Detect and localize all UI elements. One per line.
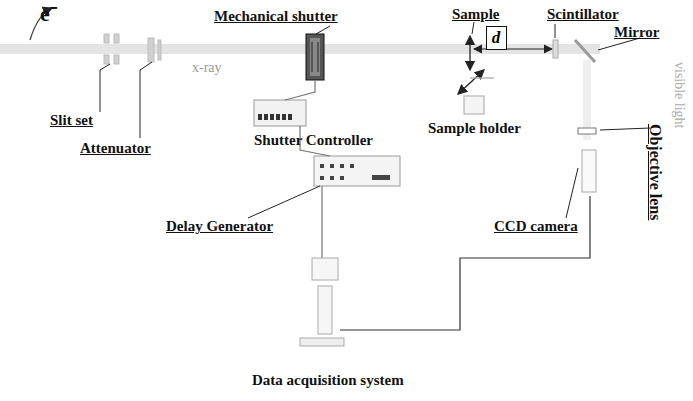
part-label: CCD camera xyxy=(494,218,578,235)
part-label: Scintillator xyxy=(547,6,619,23)
leader-line xyxy=(555,24,556,38)
mechanical-shutter xyxy=(306,34,324,80)
dimension-label: d xyxy=(492,28,501,48)
leader-line xyxy=(100,64,110,112)
dimension-box: d xyxy=(486,26,507,50)
part-label: Sample xyxy=(452,6,500,23)
part-label: Attenuator xyxy=(80,140,151,157)
leader-line xyxy=(248,186,320,218)
x-ray-beam xyxy=(0,44,600,54)
cable xyxy=(285,80,315,100)
leader-line xyxy=(566,168,578,218)
part-label: Mechanical shutter xyxy=(214,8,338,25)
leader-line xyxy=(316,26,330,34)
slit-set xyxy=(104,34,119,64)
part-label: Data acquisition system xyxy=(252,372,404,389)
leader-line xyxy=(600,128,650,130)
shutter-controller xyxy=(254,100,306,126)
leader-line xyxy=(140,62,152,138)
part-label: Shutter Controller xyxy=(254,132,373,149)
data-acquisition-computer xyxy=(300,258,344,346)
leader-line xyxy=(472,22,474,34)
beam-label: x-ray xyxy=(192,60,222,75)
part-label: Delay Generator xyxy=(166,218,273,235)
scintillator xyxy=(553,40,558,58)
mirror xyxy=(575,40,595,62)
objective-lens xyxy=(578,128,596,134)
part-label: Objective lens xyxy=(646,124,664,220)
electron-label: e⁻ xyxy=(40,2,57,26)
delay-generator xyxy=(314,156,400,186)
beam-label: visible light xyxy=(672,62,687,129)
cable xyxy=(340,196,590,330)
part-label: Mirror xyxy=(614,24,660,41)
ccd-camera xyxy=(582,150,596,192)
part-label: Sample holder xyxy=(428,120,521,137)
attenuator xyxy=(148,38,161,62)
cable xyxy=(321,186,322,258)
part-label: Slit set xyxy=(50,112,93,129)
